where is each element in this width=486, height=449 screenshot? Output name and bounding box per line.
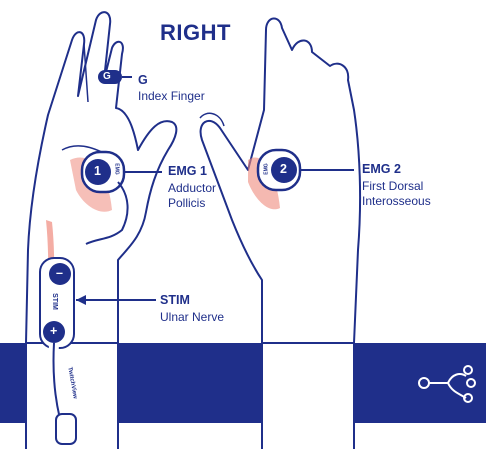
emg2-label: EMG 2: [362, 162, 401, 176]
emg2-site-line1: First Dorsal: [362, 179, 424, 193]
stim-site: Ulnar Nerve: [160, 310, 225, 324]
emg1-site-line1: Adductor: [168, 181, 217, 195]
emg2-tag: EMG: [263, 163, 270, 175]
stim-label: STIM: [160, 293, 190, 307]
stim-minus-pad: [49, 263, 71, 285]
stim-plus-pad: [43, 321, 65, 343]
emg2-site-line2: Interosseous: [362, 194, 431, 208]
emg1-badge: 1: [94, 164, 101, 178]
emg1-tag: EMG: [113, 163, 120, 175]
emg1-site-line2: Pollicis: [168, 196, 206, 210]
stim-minus-badge: –: [56, 266, 63, 280]
stim-tag: STIM: [50, 293, 58, 310]
cable-plug: [55, 413, 77, 445]
right-forearm-band: [262, 343, 354, 449]
page-title: RIGHT: [160, 20, 231, 45]
g-electrode: [98, 70, 122, 84]
stim-plus-badge: +: [50, 324, 58, 338]
emg1-label: EMG 1: [168, 164, 207, 178]
g-site: Index Finger: [138, 89, 205, 103]
emg2-badge: 2: [280, 162, 287, 176]
g-electrode-badge: G: [103, 71, 111, 82]
lead-connector-icon: [418, 365, 476, 403]
g-label: G: [138, 73, 148, 87]
